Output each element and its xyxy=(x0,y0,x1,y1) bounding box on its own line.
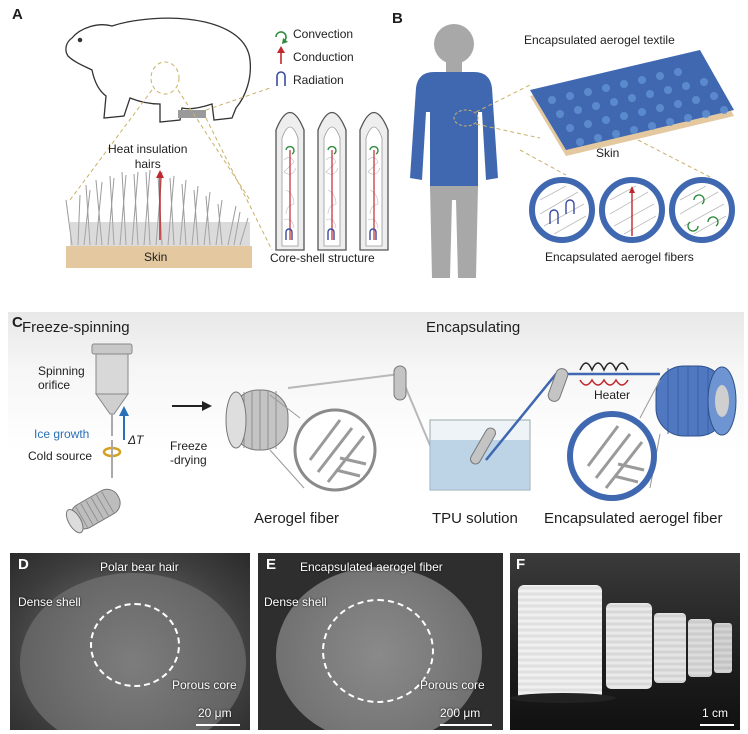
panel-f-photo xyxy=(510,553,740,730)
heater-label: Heater xyxy=(594,388,631,402)
panel-e-title: Encapsulated aerogel fiber xyxy=(300,560,443,574)
convection-icon xyxy=(275,31,287,42)
panel-f-label: F xyxy=(516,556,526,573)
spool-2 xyxy=(606,603,652,689)
spool-1 xyxy=(518,585,602,701)
porous-core-outline xyxy=(322,599,434,703)
panel-f-scale: 1 cm xyxy=(702,706,729,720)
panel-d-scale-bar xyxy=(196,724,240,726)
panel-a-illustration xyxy=(65,17,389,268)
panel-d-title: Polar bear hair xyxy=(100,560,179,574)
panel-e-label: E xyxy=(266,556,277,573)
bear-skin-patch xyxy=(178,110,206,118)
panel-a-label: A xyxy=(12,6,23,23)
aerogel-textile xyxy=(530,50,734,156)
panel-f-scale-bar xyxy=(700,724,734,726)
spool-3 xyxy=(654,613,686,683)
panel-d-sem-image xyxy=(10,553,250,730)
panel-b-label: B xyxy=(392,10,403,27)
spool-4 xyxy=(688,619,712,677)
panel-a-skin-label: Skin xyxy=(144,250,168,264)
convection-label: Convection xyxy=(293,27,354,41)
heater-icon xyxy=(579,362,629,372)
heat-insulation-hairs-label: Heat insulation hairs xyxy=(108,142,188,171)
collection-spool xyxy=(65,488,121,534)
panel-e-scale: 200 μm xyxy=(440,706,481,720)
panel-e-scale-bar xyxy=(440,724,492,726)
panel-e-dense-shell: Dense shell xyxy=(264,595,327,609)
spinning-orifice-icon xyxy=(91,343,133,436)
core-shell-structure-label: Core-shell structure xyxy=(270,251,375,265)
panel-c-label: C xyxy=(12,314,23,331)
panel-d-porous-core: Porous core xyxy=(172,678,237,692)
panel-d-scale: 20 μm xyxy=(198,706,232,720)
aerogel-spool xyxy=(225,389,289,451)
encapsulated-aerogel-fiber-label: Encapsulated aerogel fiber xyxy=(544,510,723,527)
skin-bar xyxy=(66,246,252,268)
tpu-solution-label: TPU solution xyxy=(432,510,518,527)
tpu-bath xyxy=(429,419,531,491)
panel-b-skin-label: Skin xyxy=(596,146,620,160)
panel-e-sem-image xyxy=(258,553,503,730)
radiation-label: Radiation xyxy=(293,73,344,87)
aerogel-fibers-caption: Encapsulated aerogel fibers xyxy=(545,250,694,264)
cold-source-label: Cold source xyxy=(28,449,93,463)
encapsulated-spool xyxy=(655,365,737,437)
freeze-drying-arrow-icon xyxy=(202,401,212,411)
encapsulated-fiber-circles xyxy=(529,177,735,243)
freeze-spinning-heading: Freeze-spinning xyxy=(22,319,130,336)
guide-roller-1 xyxy=(393,365,407,401)
panel-b-illustration xyxy=(410,24,735,278)
person-icon xyxy=(410,24,498,278)
ice-growth-label: Ice growth xyxy=(34,427,90,441)
porous-core-outline xyxy=(90,603,180,687)
radiation-icon xyxy=(276,71,286,86)
guide-roller-2 xyxy=(470,427,496,465)
delta-t-label: ΔT xyxy=(128,433,144,447)
hair-strands xyxy=(65,169,249,246)
aerogel-fiber-label: Aerogel fiber xyxy=(254,510,340,527)
conduction-arrow-icon xyxy=(156,170,164,178)
panel-d-dense-shell: Dense shell xyxy=(18,595,81,609)
core-shell-hairs xyxy=(275,111,389,251)
guide-roller-3 xyxy=(547,368,569,402)
freeze-drying-label: Freeze -drying xyxy=(170,439,208,467)
zoom-lines xyxy=(69,61,273,251)
delta-t-arrow-icon xyxy=(119,406,129,416)
spool-5 xyxy=(714,623,732,673)
panel-e-porous-core: Porous core xyxy=(420,678,485,692)
polar-bear-icon xyxy=(65,17,252,123)
encapsulating-heading: Encapsulating xyxy=(426,319,521,336)
conduction-label: Conduction xyxy=(293,50,354,64)
textile-title-label: Encapsulated aerogel textile xyxy=(524,33,675,47)
spinning-orifice-label: Spinning orifice xyxy=(38,364,85,392)
panel-c-illustration xyxy=(65,343,737,534)
panel-d-label: D xyxy=(18,556,29,573)
